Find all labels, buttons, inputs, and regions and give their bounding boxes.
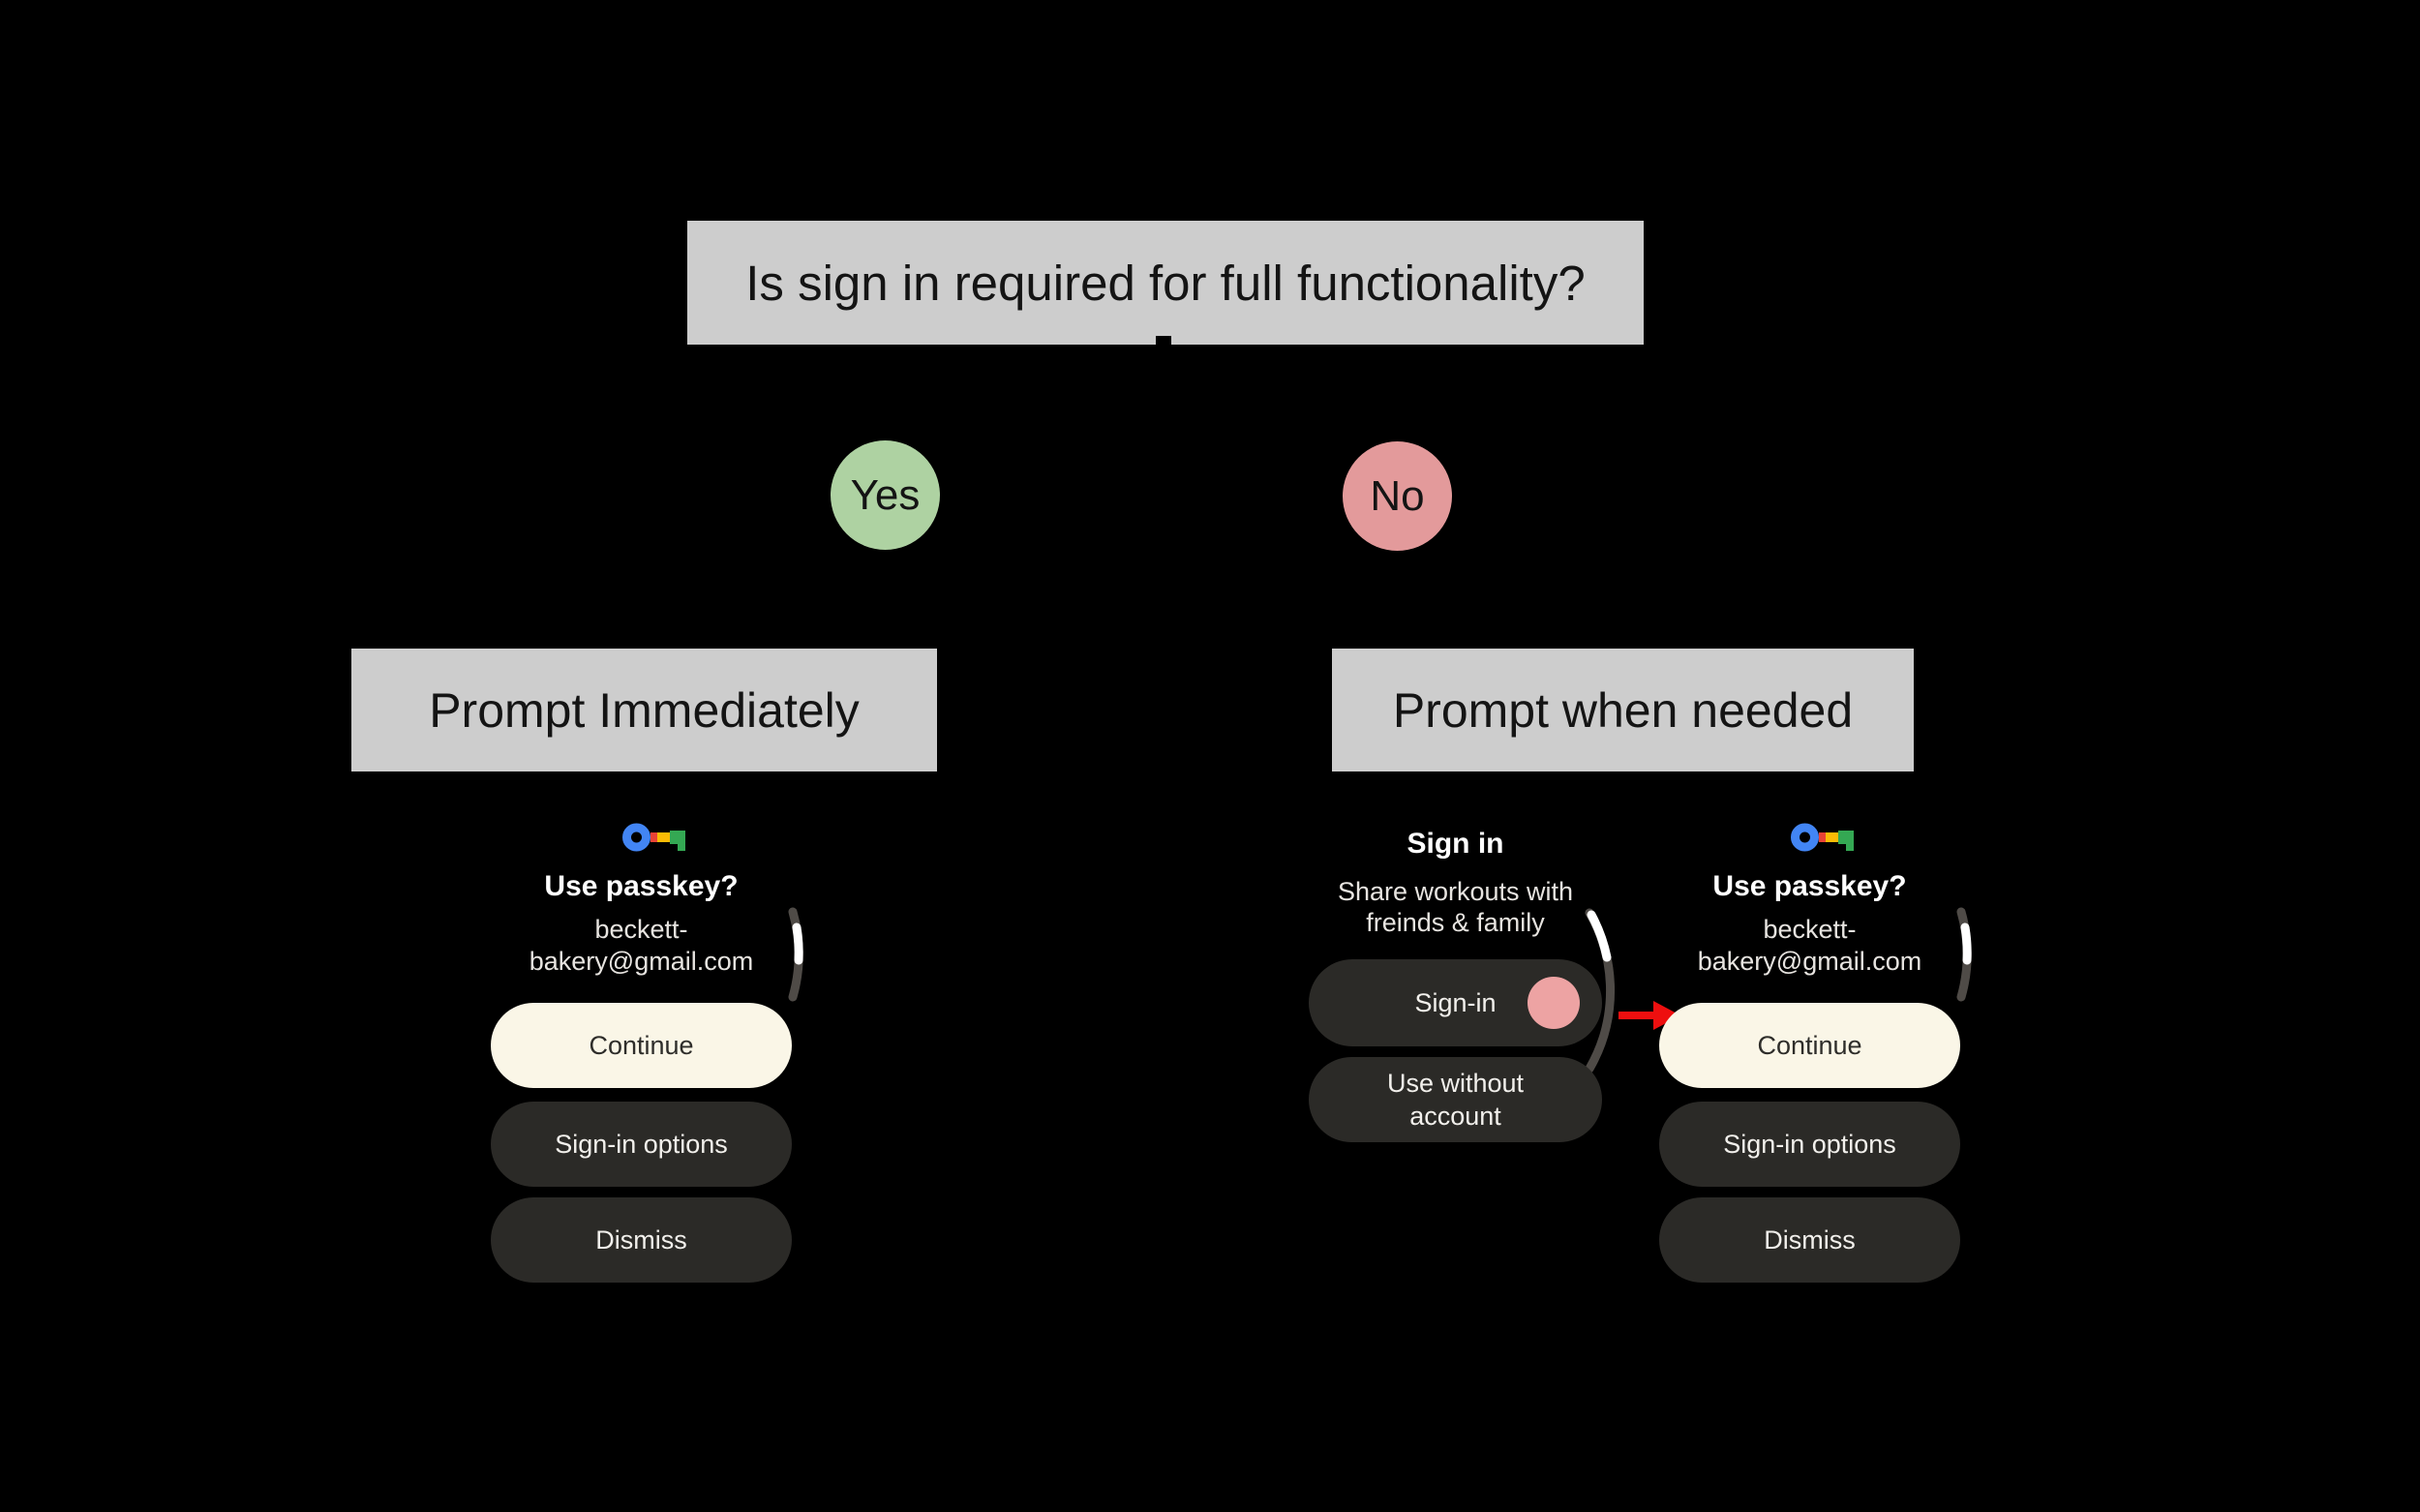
signin-subtitle-line2: freinds & family [1366, 908, 1545, 937]
continue-button[interactable]: Continue [1659, 1003, 1960, 1088]
scroll-indicator[interactable] [1583, 906, 1626, 1075]
outcome-prompt-immediately: Prompt Immediately [351, 649, 937, 771]
yes-branch-badge: Yes [831, 440, 940, 550]
dismiss-button[interactable]: Dismiss [491, 1197, 792, 1283]
signin-subtitle-line1: Share workouts with [1337, 877, 1574, 906]
dismiss-button[interactable]: Dismiss [1659, 1197, 1960, 1283]
account-email-line2: bakery@gmail.com [1697, 947, 1922, 976]
signin-options-button[interactable]: Sign-in options [491, 1102, 792, 1187]
account-email-line1: beckett- [1763, 915, 1857, 944]
tap-indicator-dot [1528, 977, 1580, 1029]
google-passkey-key-icon [622, 823, 685, 852]
scroll-indicator[interactable] [1938, 905, 1981, 1007]
account-email-line1: beckett- [594, 915, 688, 944]
outcome-prompt-when-needed: Prompt when needed [1332, 649, 1914, 771]
passkey-title: Use passkey? [1712, 870, 1907, 902]
signin-button[interactable]: Sign-in [1309, 959, 1602, 1046]
connector-tick [1156, 336, 1171, 346]
account-email: beckett- bakery@gmail.com [1659, 914, 1960, 978]
flow-arrow-right-icon [1618, 1001, 1680, 1030]
signin-subtitle: Share workouts with freinds & family [1289, 876, 1621, 938]
account-email: beckett- bakery@gmail.com [491, 914, 792, 978]
scroll-indicator[interactable] [770, 905, 813, 1007]
google-passkey-key-icon [1791, 823, 1854, 852]
no-branch-badge: No [1343, 441, 1452, 551]
passkey-title: Use passkey? [544, 870, 739, 902]
account-email-line2: bakery@gmail.com [529, 947, 754, 976]
use-without-account-line2: account [1409, 1102, 1501, 1131]
use-without-account-line1: Use without [1386, 1069, 1525, 1098]
question-node: Is sign in required for full functionali… [687, 221, 1644, 345]
continue-button[interactable]: Continue [491, 1003, 792, 1088]
signin-title: Sign in [1407, 828, 1504, 860]
signin-options-button[interactable]: Sign-in options [1659, 1102, 1960, 1187]
use-without-account-button[interactable]: Use without account [1309, 1057, 1602, 1142]
